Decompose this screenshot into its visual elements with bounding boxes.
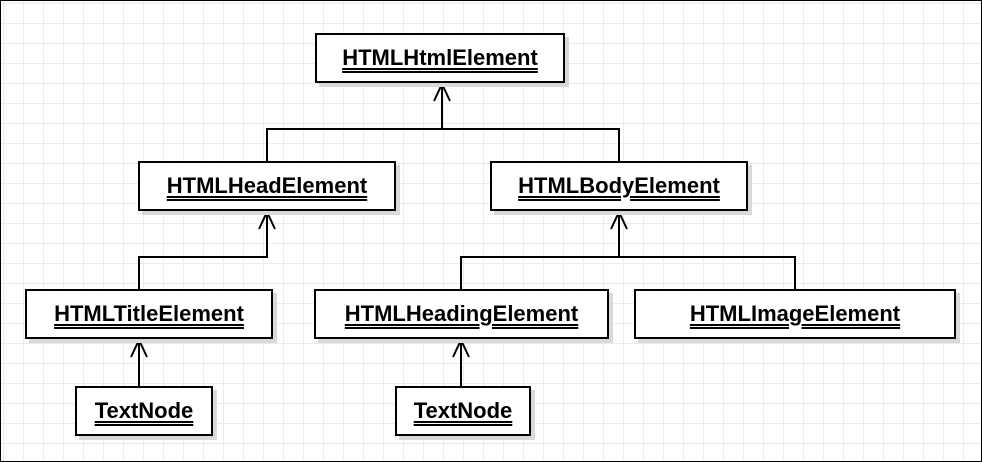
node-image: HTMLImageElement	[634, 289, 956, 339]
node-label: TextNode	[94, 398, 194, 423]
node-label: HTMLHtmlElement	[342, 45, 538, 70]
node-label: HTMLTitleElement	[54, 301, 244, 326]
node-title: HTMLTitleElement	[25, 289, 273, 339]
edge-head-to-html	[266, 83, 443, 161]
edge-image-to-body	[619, 256, 796, 289]
node-text1: TextNode	[75, 386, 213, 436]
open-arrowhead-icon	[130, 337, 148, 358]
node-body: HTMLBodyElement	[490, 161, 748, 211]
edge-heading-to-body	[460, 211, 620, 289]
node-label: TextNode	[413, 398, 513, 423]
node-html: HTMLHtmlElement	[315, 33, 565, 83]
open-arrowhead-icon	[610, 209, 628, 230]
open-arrowhead-icon	[258, 209, 276, 230]
node-label: HTMLHeadingElement	[344, 301, 579, 326]
open-arrowhead-icon	[452, 337, 470, 358]
open-arrowhead-icon	[433, 81, 451, 102]
node-heading: HTMLHeadingElement	[314, 289, 609, 339]
node-head: HTMLHeadElement	[138, 161, 396, 211]
node-text2: TextNode	[395, 386, 531, 436]
edge-body-to-html	[442, 128, 620, 161]
node-label: HTMLBodyElement	[518, 173, 720, 198]
node-label: HTMLHeadElement	[166, 173, 368, 198]
edge-title-to-head	[138, 211, 268, 289]
node-label: HTMLImageElement	[689, 301, 901, 326]
